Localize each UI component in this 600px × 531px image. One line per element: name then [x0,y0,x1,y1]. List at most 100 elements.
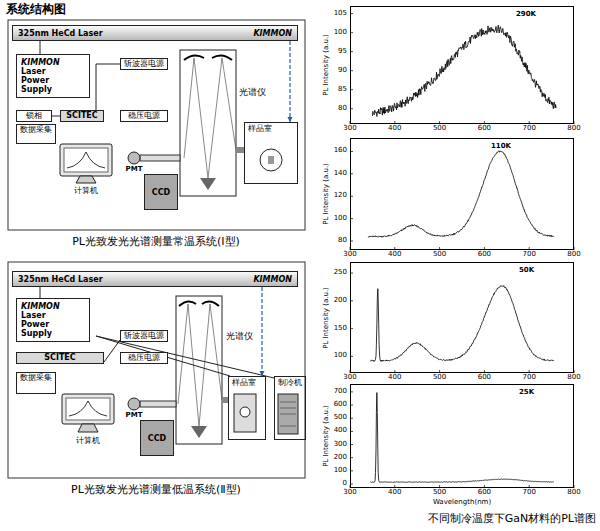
part-label: 光谱仪 [239,88,266,98]
tick-label: 500 [433,374,446,382]
chopper-power-box: 斩波器电源 [120,330,168,342]
tick-label: 500 [433,125,446,133]
daq-box: 数据采集 [16,124,56,144]
tick-label: 100 [334,353,347,361]
connector-line [261,287,262,376]
spectrum-curve [372,25,556,116]
tick-label: 700 [523,125,536,133]
tick-label: 300 [343,374,356,382]
part-label: 计算机 [76,437,100,446]
tick-label: 120 [334,192,347,200]
tick-label: 400 [388,374,401,382]
regulated-power-box: 稳压电源 [120,110,168,122]
tick-label: 105 [334,10,347,18]
unit-name: 斩波器电源 [124,59,164,69]
power-supply-box: KIMMONLaser Power Supply [16,298,90,342]
connector [52,116,60,117]
connector [260,287,265,376]
supply-name: Laser Power Supply [21,311,59,338]
chopper-power-box: 斩波器电源 [120,58,168,70]
connector-line [96,64,120,110]
unit-name: 稳压电源 [124,111,164,121]
brand-name: KIMMON [253,275,292,284]
unit-name: 斩波器电源 [124,331,164,341]
laser-tube: 325nm HeCd Laser KIMMON [12,25,298,41]
connector [96,64,120,110]
tick-label: 150 [334,325,347,333]
spectrum-plot: 110K [350,138,574,250]
refrigerator-box: 制冷机 [274,376,306,440]
unit-name: CCD [148,434,166,443]
axis-ticks [350,14,574,488]
tick-label: 200 [334,297,347,305]
system-frames [8,20,305,478]
pmt-drawing [128,152,180,164]
unit-name: 数据采集 [20,373,52,383]
connector-line [104,340,120,362]
tick-label: 80 [338,237,347,245]
tick-label: 700 [334,388,347,396]
tick-label: 85 [338,86,347,94]
tick-label: 100 [334,29,347,37]
axis-title: PL Intensity (a.u.) [323,163,331,225]
tick-label: 300 [343,125,356,133]
part-label: 计算机 [74,187,98,196]
unit-name: 样品室 [248,124,294,134]
unit-name: 锁相 [20,111,48,121]
refrigerator-drawing [278,394,298,434]
computer-drawing [60,144,112,183]
tick-label: 200 [334,454,347,462]
lock-in-box: 锁相 [16,110,52,122]
unit-name: 样品室 [232,378,262,388]
tick-label: 90 [338,67,347,75]
connector [288,41,293,122]
cryostat-drawing [234,394,256,432]
regulated-power-box: 稳压电源 [120,352,168,364]
axis-title: PL Intensity (a.u.) [323,287,331,349]
part-label: PMT [126,412,143,420]
unit-name: SCITEC [20,353,100,363]
ccd-box: CCD [140,420,174,456]
tick-label: 100 [334,215,347,223]
scitec-box: SCITEC [60,110,104,122]
supply-name: Laser Power Supply [21,67,59,94]
axis-title: Wavelength(nm) [433,499,491,507]
tick-label: 300 [343,251,356,259]
connector [40,41,41,54]
temperature-label: 290K [516,10,536,19]
temperature-label: 110K [491,142,511,151]
daq-box: 数据采集 [16,372,56,394]
laser-name: 325nm HeCd Laser [18,29,103,38]
part-label: PMT [126,166,143,174]
axis-title: PL Intensity (a.u.) [323,34,331,96]
tick-label: 800 [567,374,580,382]
temperature-label: 50K [519,266,534,275]
spectrometer-drawing [176,296,228,444]
ccd-box: CCD [144,174,178,210]
tick-label: 400 [388,489,401,497]
tick-label: 600 [478,489,491,497]
spectrum-curve [368,151,554,237]
tick-label: 800 [567,489,580,497]
figure-caption: PL光致发光光谱测量常温系统(Ⅰ型) [72,236,240,248]
axis-title: PL Intensity (a.u.) [323,405,331,467]
spectrum-curve [370,393,554,483]
tick-label: 0 [343,480,347,488]
sample-chamber: 样品室 [228,376,266,440]
tick-label: 95 [338,48,347,56]
unit-name: 稳压电源 [124,353,164,363]
unit-name: SCITEC [64,111,100,121]
spectrum-plot: 50K [350,262,574,373]
pmt-drawing [128,398,176,410]
brand-name: KIMMON [253,29,292,38]
connector-line [40,287,41,298]
power-supply-box: KIMMONLaser Power Supply [16,54,90,98]
connector-line [96,336,274,378]
laser-name: 325nm HeCd Laser [18,275,103,284]
tick-label: 500 [334,414,347,422]
spectrum-curve [370,286,554,362]
